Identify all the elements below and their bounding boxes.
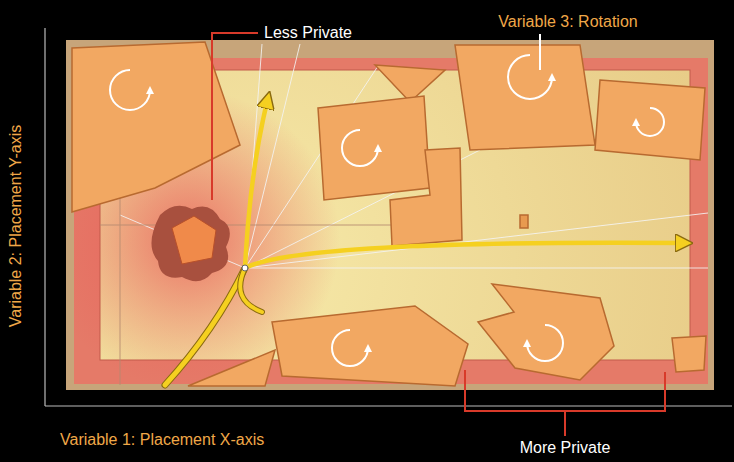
callout-label: More Private [520, 439, 611, 457]
axis-label: Variable 1: Placement X-axis [60, 431, 264, 449]
callout-leaders [212, 33, 665, 436]
variable-label: Variable 3: Rotation [498, 13, 637, 31]
axes [45, 28, 732, 406]
axis-label: Variable 2: Placement Y-axis [7, 125, 25, 327]
building-blocks [72, 42, 706, 386]
callout-label: Less Private [264, 24, 352, 42]
path-arrows [165, 98, 686, 385]
rotation-symbols [110, 55, 664, 366]
model-board [66, 40, 714, 390]
tree [151, 206, 229, 282]
